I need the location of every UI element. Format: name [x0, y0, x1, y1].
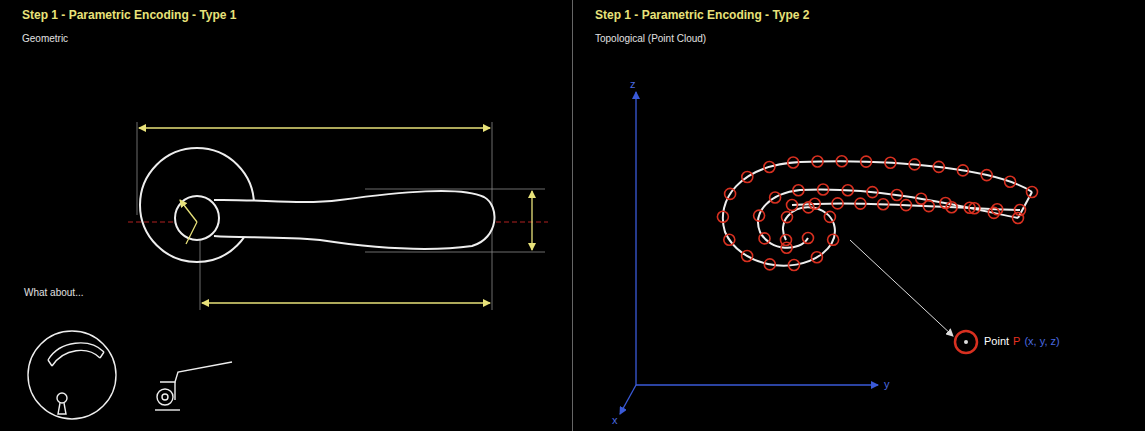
cloud-point: [770, 192, 781, 203]
leader-line: [850, 240, 953, 336]
cloud-point: [789, 260, 800, 271]
point-label: Point: [984, 335, 1009, 348]
cloud-point: [1005, 176, 1016, 187]
cloud-point: [803, 202, 814, 213]
panel-title: Step 1 - Parametric Encoding - Type 2: [595, 8, 810, 22]
cloud-point: [969, 203, 980, 214]
cloud-point: [992, 204, 1003, 215]
cloud-point: [824, 211, 835, 222]
cloud-point: [788, 157, 799, 168]
cloud-point: [759, 233, 770, 244]
point-symbol-dot: [964, 340, 968, 344]
cloud-point: [811, 252, 822, 263]
cloud-point: [809, 198, 820, 209]
cloud-point: [782, 212, 793, 223]
panel-subtitle: Geometric: [22, 33, 68, 45]
cloud-point: [725, 188, 736, 199]
panel-divider: [572, 0, 573, 431]
cloud-point: [818, 184, 829, 195]
cloud-point: [742, 251, 753, 262]
cloud-point: [891, 190, 902, 201]
cloud-point: [832, 198, 843, 209]
cloud-point: [861, 156, 872, 167]
cloud-point: [781, 242, 792, 253]
cloud-point: [909, 159, 920, 170]
cloud-point: [901, 200, 912, 211]
cloud-point: [793, 185, 804, 196]
cloud-point: [742, 172, 753, 183]
axis-label: x: [612, 414, 618, 427]
cloud-point: [933, 161, 944, 172]
point-cloud: [717, 156, 1037, 271]
point-name: P: [1013, 335, 1020, 348]
cloud-point: [828, 234, 839, 245]
cloud-point: [855, 198, 866, 209]
point-coordinates: (x, y, z): [1024, 335, 1059, 348]
cloud-point: [724, 234, 735, 245]
cloud-point: [787, 200, 798, 211]
cloud-point: [878, 199, 889, 210]
door-handle-drawing: [128, 122, 548, 310]
xyz-axes: [620, 92, 878, 414]
cloud-point: [867, 187, 878, 198]
alternative-handles: [28, 331, 232, 419]
cloud-point: [885, 157, 896, 168]
cloud-point: [717, 211, 728, 222]
axis-label: y: [884, 378, 890, 391]
cloud-point: [946, 202, 957, 213]
point-symbol: [955, 331, 977, 353]
curly-handle: [723, 161, 1032, 265]
cloud-point: [764, 162, 775, 173]
cloud-point: [803, 233, 814, 244]
panel-subtitle: Topological (Point Cloud): [595, 33, 706, 45]
cloud-point: [812, 156, 823, 167]
cloud-point: [1013, 213, 1024, 224]
cloud-point: [923, 201, 934, 212]
cloud-point: [764, 259, 775, 270]
cloud-point: [981, 170, 992, 181]
cloud-point: [1027, 187, 1038, 198]
cloud-point: [957, 165, 968, 176]
cloud-point: [836, 156, 847, 167]
cloud-point: [1015, 205, 1026, 216]
axis-label: z: [630, 78, 636, 91]
panel-title: Step 1 - Parametric Encoding - Type 1: [22, 8, 237, 22]
cloud-point: [754, 210, 765, 221]
note: What about...: [24, 287, 83, 299]
cloud-point: [842, 185, 853, 196]
